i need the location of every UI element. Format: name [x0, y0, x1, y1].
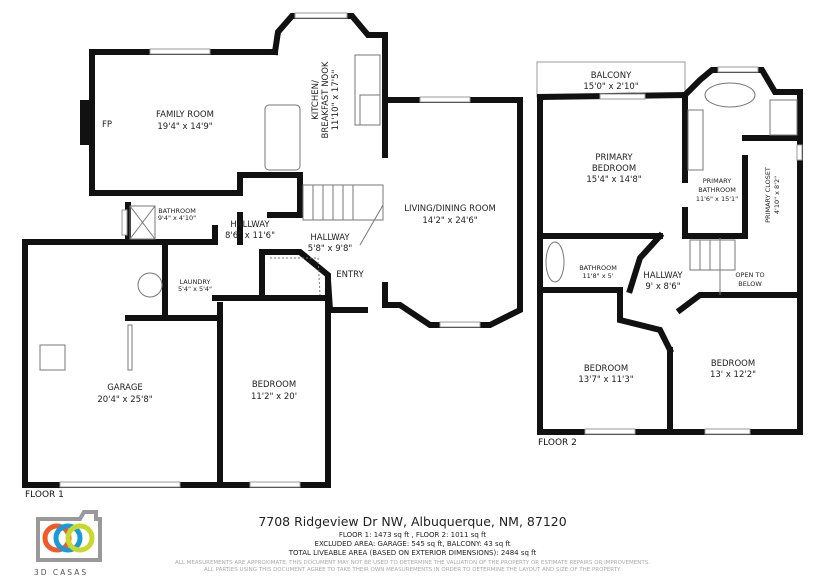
3d-casas-logo — [36, 510, 102, 562]
floor2-room-labels: BALCONY 15'0" x 2'10" PRIMARY BEDROOM 15… — [578, 71, 781, 385]
floor1-room-labels: FP FAMILY ROOM 19'4" x 14'9" KITCHEN/ BR… — [97, 61, 495, 405]
floor2-fixtures — [545, 82, 798, 295]
disclaimer-line-2: ALL PARTIES USING THIS DOCUMENT AGREE TO… — [203, 567, 622, 573]
hallway1-name: HALLWAY — [230, 220, 270, 230]
bedroom1-name: BEDROOM — [252, 380, 296, 390]
hallway2-dims: 5'8" x 9'8" — [308, 244, 353, 254]
hallway2-name: HALLWAY — [310, 233, 350, 243]
disclaimer-line-1: ALL MEASUREMENTS ARE APPROXIMATE. THIS D… — [175, 560, 650, 566]
primary-closet-dims: 4'10" x 8'2" — [773, 176, 781, 214]
open-below-1: OPEN TO — [735, 271, 764, 279]
bedroom-left-name: BEDROOM — [584, 364, 628, 374]
floor2-windows — [584, 66, 803, 435]
living-room-name: LIVING/DINING ROOM — [404, 204, 496, 214]
logo-ring-blue — [53, 523, 83, 553]
camera-frame-icon — [36, 510, 102, 562]
family-room-name: FAMILY ROOM — [156, 110, 214, 120]
floor1-windows — [59, 12, 481, 488]
kitchen-name-1: KITCHEN/ — [311, 80, 321, 120]
hallway1-dims: 8'6" x 11'6" — [225, 231, 275, 241]
floor1-walls — [22, 13, 523, 488]
primary-bathroom-name-1: PRIMARY — [703, 177, 732, 185]
fireplace-label: FP — [102, 120, 112, 130]
bathroom1-name: BATHROOM — [158, 207, 196, 215]
living-room-dims: 14'2" x 24'6" — [422, 216, 477, 226]
bathroom2-dims: 11'8" x 5' — [582, 272, 613, 280]
property-address: 7708 Ridgeview Dr NW, Albuquerque, NM, 8… — [258, 514, 567, 529]
garage-dims: 20'4" x 25'8" — [97, 395, 152, 405]
hallway2f-dims: 9' x 8'6" — [645, 282, 680, 292]
floor2-walls — [536, 61, 803, 435]
laundry-dims: 5'4" x 5'4" — [178, 285, 212, 293]
primary-bedroom-dims: 15'4" x 14'8" — [586, 175, 641, 185]
bathroom2-name: BATHROOM — [579, 264, 617, 272]
logo-text: 3D CASAS — [34, 568, 89, 577]
floor1-label: FLOOR 1 — [25, 490, 64, 500]
floor2-label: FLOOR 2 — [538, 438, 577, 448]
fireplace-block — [80, 100, 92, 145]
floor-areas: FLOOR 1: 1473 sq ft , FLOOR 2: 1011 sq f… — [338, 531, 487, 539]
bathroom1-dims: 9'4" x 4'10" — [158, 214, 196, 222]
hallway2f-name: HALLWAY — [643, 271, 683, 281]
laundry-name: LAUNDRY — [180, 278, 211, 286]
kitchen-name-2: BREAKFAST NOOK — [321, 61, 331, 138]
kitchen-dims: 11'10" x 17'5" — [331, 70, 341, 131]
bedroom-right-dims: 13' x 12'2" — [710, 370, 756, 380]
primary-bedroom-name-1: PRIMARY — [595, 153, 633, 163]
balcony-dims: 15'0" x 2'10" — [583, 82, 638, 92]
primary-bathroom-name-2: BATHROOM — [698, 186, 736, 194]
bedroom-right-name: BEDROOM — [711, 359, 755, 369]
floor1-fixtures — [39, 54, 384, 371]
primary-bedroom-name-2: BEDROOM — [592, 164, 636, 174]
bedroom1-dims: 11'2" x 20' — [251, 392, 297, 402]
logo-ring-green — [65, 523, 95, 553]
garage-name: GARAGE — [107, 383, 143, 393]
entry-name: ENTRY — [336, 270, 364, 280]
family-room-dims: 19'4" x 14'9" — [157, 122, 212, 132]
excluded-area: EXCLUDED AREA: GARAGE: 545 sq ft, BALCON… — [314, 540, 511, 548]
open-below-2: BELOW — [738, 280, 762, 288]
primary-closet-name: PRIMARY CLOSET — [764, 167, 772, 223]
total-area: TOTAL LIVEABLE AREA (BASED ON EXTERIOR D… — [288, 549, 537, 557]
balcony-name: BALCONY — [591, 71, 632, 81]
bedroom-left-dims: 13'7" x 11'3" — [578, 375, 633, 385]
primary-bathroom-dims: 11'6" x 15'1" — [696, 195, 738, 203]
